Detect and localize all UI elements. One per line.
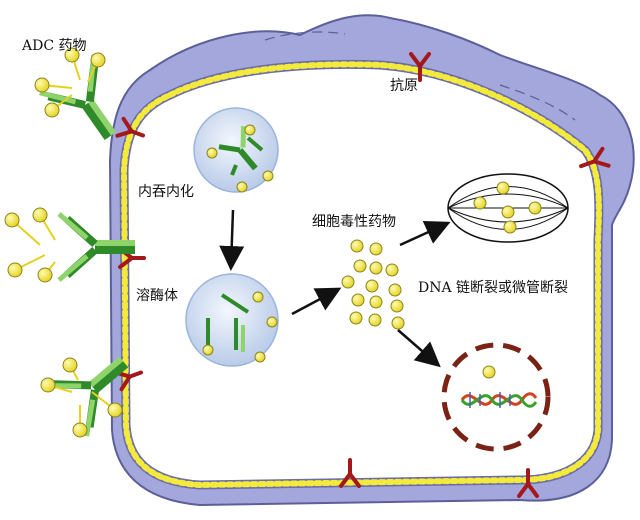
adc-antibody-icon bbox=[39, 54, 117, 141]
antigen-icon bbox=[409, 52, 431, 82]
arrow-drug-to-nucleus bbox=[397, 329, 441, 368]
antigen-icon bbox=[115, 116, 146, 138]
arrow-drug-to-spindle bbox=[399, 220, 451, 247]
arrow-endosome-to-lysosome bbox=[219, 209, 245, 271]
label-lysosome: 溶酶体 bbox=[136, 288, 178, 304]
label-endocytosis: 内吞内化 bbox=[138, 184, 194, 200]
lysosome-vesicle bbox=[185, 273, 279, 367]
dna-helix-icon bbox=[441, 342, 551, 452]
adc-antibody-icon bbox=[44, 356, 129, 437]
endosome-vesicle bbox=[193, 107, 279, 193]
cytotoxic-drug-cluster bbox=[341, 239, 405, 330]
antigen-icon bbox=[339, 458, 361, 488]
adc-antibody-icon bbox=[57, 212, 135, 282]
label-antigen: 抗原 bbox=[390, 78, 418, 94]
arrow-lysosome-to-drug bbox=[291, 287, 342, 316]
label-adc-drug: ADC 药物 bbox=[21, 38, 87, 54]
antigen-icon bbox=[517, 468, 539, 498]
label-dna-damage: DNA 链断裂或微管断裂 bbox=[418, 280, 568, 296]
antigen-icon bbox=[579, 146, 611, 169]
cell-interior bbox=[124, 64, 599, 485]
label-cytotoxic-drug: 细胞毒性药物 bbox=[312, 214, 396, 230]
spindle-icon bbox=[447, 173, 569, 243]
